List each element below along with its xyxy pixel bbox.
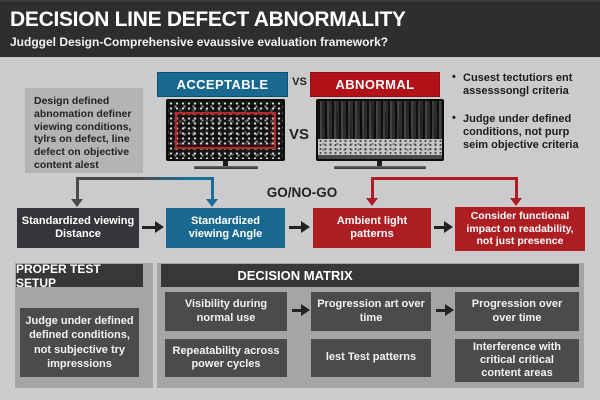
arrow-right-icon <box>434 221 453 233</box>
tv-stand <box>223 161 228 166</box>
matrix-cell-test-patterns: lest Test patterns <box>311 339 431 377</box>
design-conditions-note: Design defined abnomation definer viewin… <box>25 88 143 173</box>
matrix-cell-interference: Interference with critical critical cont… <box>455 339 579 382</box>
proper-test-setup-title: PROPER TEST SETUP <box>16 262 143 290</box>
flow-step-functional-impact: Consider functional impact on readabilit… <box>455 207 585 251</box>
matrix-cell-progression-over: Progression over over time <box>455 292 579 331</box>
arrow-down-icon <box>71 199 83 207</box>
abnormal-screen-pattern <box>318 101 442 159</box>
tv-stand-base <box>334 166 426 169</box>
connector-bracket-right <box>371 177 518 180</box>
flow-step-viewing-angle: Standardized viewing Angle <box>166 208 285 248</box>
bullet-item: Judge under defined conditions, not purp… <box>452 112 596 152</box>
tv-stand-base <box>194 166 258 169</box>
page-title: DECISION LINE DEFECT ABNORMALITY <box>10 8 406 31</box>
tv-acceptable <box>166 99 285 172</box>
vs-label-top: VS <box>292 76 307 88</box>
acceptable-label: ACCEPTABLE <box>157 72 288 97</box>
connector-line <box>211 177 214 200</box>
flow-step-ambient-light: Ambient light patterns <box>313 208 431 248</box>
arrow-right-icon <box>289 221 310 233</box>
proper-test-setup-panel: PROPER TEST SETUP Judge under defined de… <box>15 262 153 388</box>
noise-band <box>318 139 442 155</box>
connector-line <box>76 177 79 200</box>
arrow-down-icon <box>366 198 378 206</box>
tv-bezel <box>316 99 444 161</box>
flow-step-viewing-distance: Standardized viewing Distance <box>17 208 139 248</box>
proper-test-setup-note: Judge under defined defined conditions, … <box>20 308 139 377</box>
acceptable-screen-pattern <box>168 101 283 159</box>
connector-bracket-left <box>76 177 214 180</box>
abnormal-label: ABNORMAL <box>310 72 440 97</box>
matrix-cell-progression-art: Progression art over time <box>311 292 431 331</box>
header-bar: DECISION LINE DEFECT ABNORMALITY Judggel… <box>0 0 600 57</box>
vs-label-mid: VS <box>288 126 309 143</box>
decision-matrix-panel: DECISION MATRIX Visibility during normal… <box>157 263 584 388</box>
decision-matrix-title: DECISION MATRIX <box>161 264 579 287</box>
bullet-item: Cusest tectutiors ent assesssongl criter… <box>452 71 596 98</box>
go-no-go-label: GO/NO-GO <box>266 185 338 200</box>
arrow-down-icon <box>510 198 522 206</box>
connector-line <box>371 177 374 199</box>
arrow-right-icon <box>292 304 310 316</box>
connector-line <box>515 177 518 199</box>
matrix-cell-repeatability: Repeatability across power cycles <box>165 339 287 377</box>
arrow-down-icon <box>206 199 218 207</box>
defect-highlight-frame <box>175 112 276 149</box>
criteria-bullet-list: Cusest tectutiors ent assesssongl criter… <box>452 71 596 167</box>
page-subtitle: Judggel Design-Comprehensive evaussive e… <box>10 35 389 49</box>
arrow-right-icon <box>142 221 164 233</box>
arrow-right-icon <box>436 304 454 316</box>
matrix-cell-visibility: Visibility during normal use <box>165 292 287 331</box>
tv-abnormal <box>316 99 444 172</box>
tv-bezel <box>166 99 285 161</box>
screen-bottom-strip <box>318 155 442 159</box>
tv-stand <box>377 161 382 166</box>
